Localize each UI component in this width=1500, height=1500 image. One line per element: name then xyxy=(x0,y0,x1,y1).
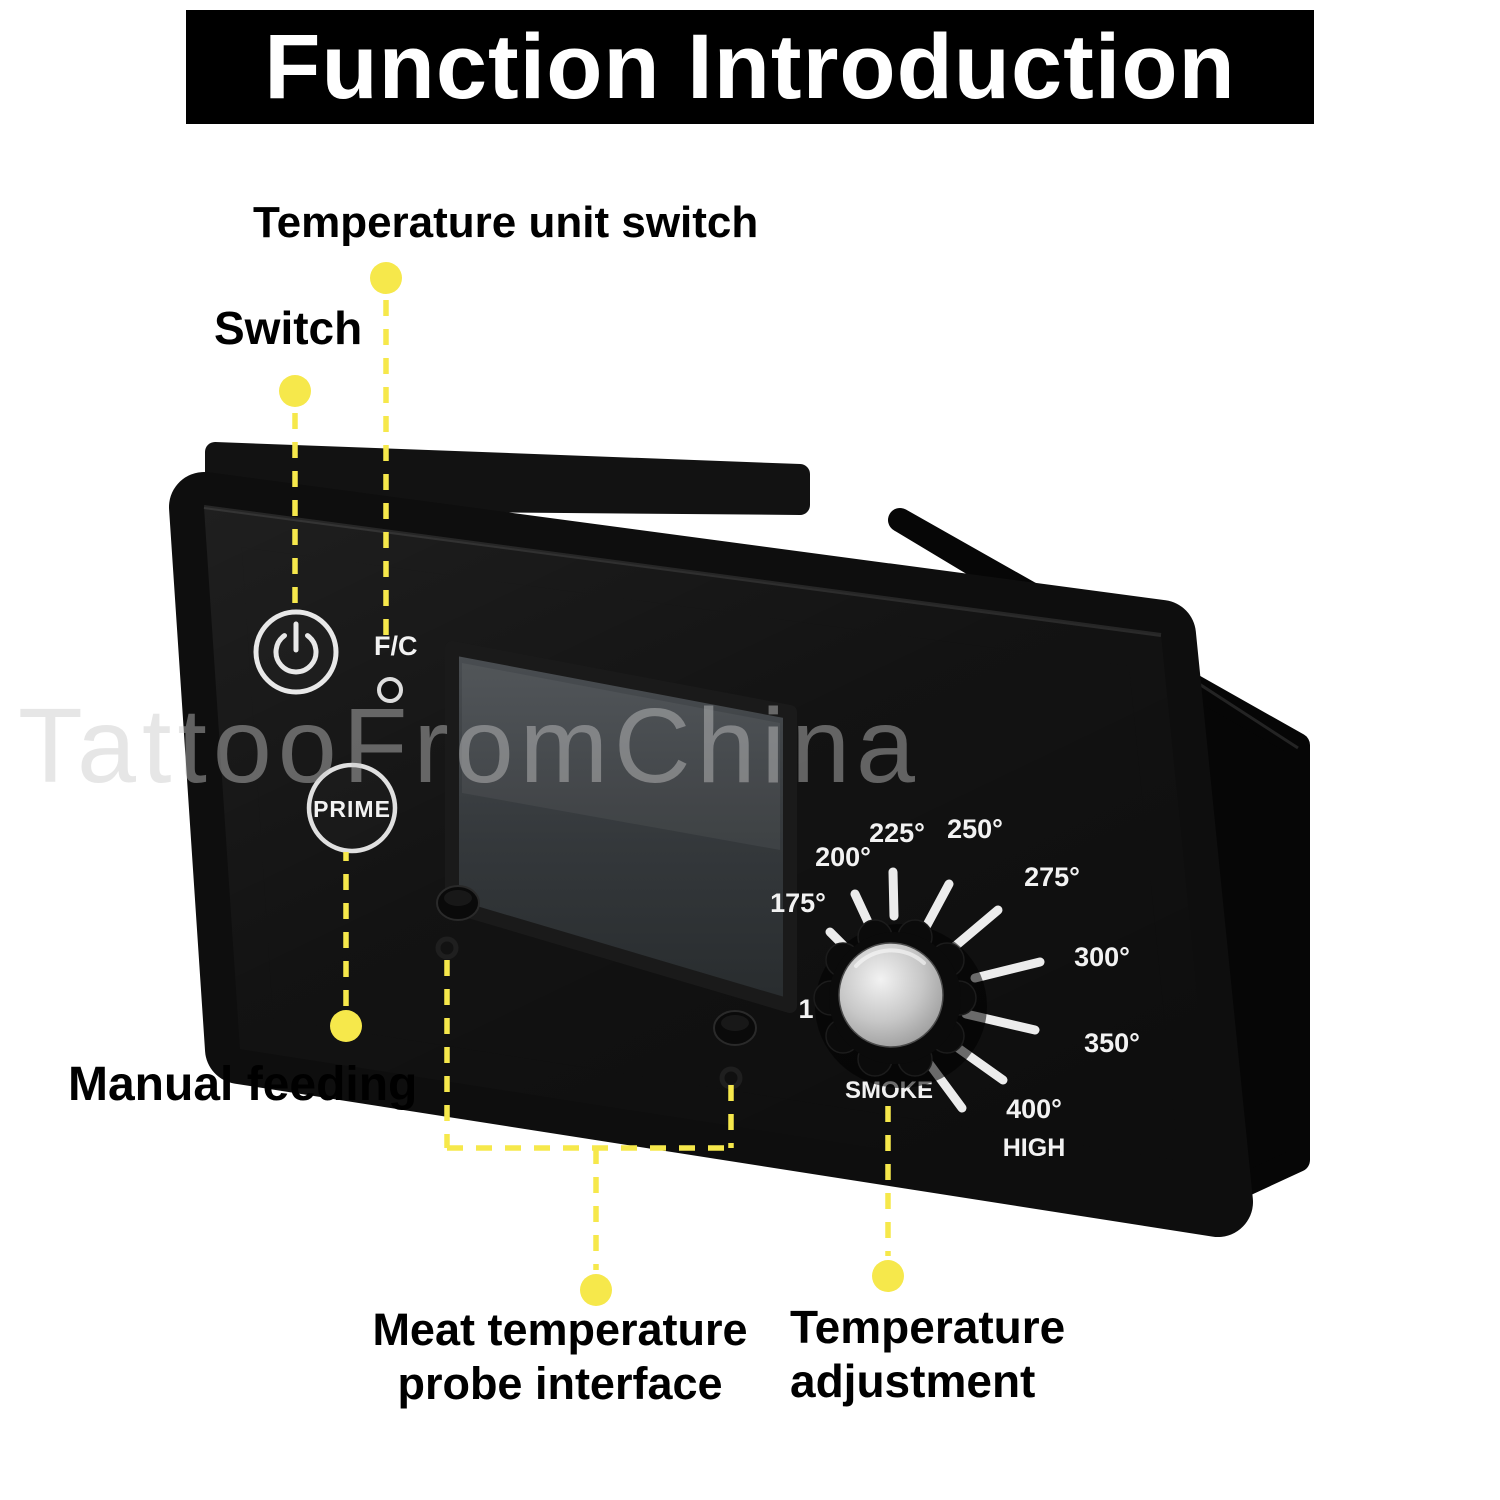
callout-dots xyxy=(279,262,904,1306)
panel-top-edge-highlight xyxy=(203,505,1162,637)
fc-indicator-light xyxy=(377,677,403,703)
port-cap-highlight xyxy=(721,1015,749,1031)
callout-dot-switch xyxy=(279,375,311,407)
prime-button[interactable]: PRIME xyxy=(306,762,398,854)
meat-probe-port-2[interactable] xyxy=(713,1010,757,1090)
power-button[interactable] xyxy=(253,609,339,695)
title-banner: Function Introduction xyxy=(186,10,1314,124)
knob-silver-cap xyxy=(838,942,944,1048)
controller-device: F/C PRIME xyxy=(169,442,1310,1237)
annotation-meat-probe-interface: Meat temperature probe interface xyxy=(372,1304,748,1409)
annotation-temperature-adjustment: Temperature adjustment xyxy=(790,1301,1066,1407)
page-title: Function Introduction xyxy=(264,15,1236,118)
dial-label-200: 200° xyxy=(815,842,871,872)
annotation-temperature-unit-switch: Temperature unit switch xyxy=(253,198,759,247)
meat-probe-port-1[interactable] xyxy=(435,885,480,960)
temp-unit-switch[interactable]: F/C xyxy=(374,631,418,703)
dial-label-min: 1 xyxy=(798,994,813,1024)
power-icon xyxy=(273,633,319,675)
dial-label-350: 350° xyxy=(1084,1028,1140,1058)
dial-label-300: 300° xyxy=(1074,942,1130,972)
lcd-glare xyxy=(462,663,780,850)
fc-label: F/C xyxy=(374,631,418,661)
callout-lines xyxy=(292,300,891,1270)
lcd-display xyxy=(445,641,797,1013)
annotation-switch: Switch xyxy=(214,302,363,354)
annotation-manual-feeding: Manual feeding xyxy=(68,1058,418,1111)
temperature-knob[interactable] xyxy=(813,919,987,1088)
dial-label-250: 250° xyxy=(947,814,1003,844)
knob-highlight xyxy=(854,948,926,968)
port-cap-highlight xyxy=(444,890,472,906)
dial-label-175: 175° xyxy=(770,888,826,918)
prime-label: PRIME xyxy=(313,796,391,822)
callout-dot-manual-feeding xyxy=(330,1010,362,1042)
port-pull-loop xyxy=(435,936,459,960)
callout-dot-meat-probe xyxy=(580,1274,612,1306)
dial-label-high: HIGH xyxy=(1003,1134,1066,1162)
dial-label-400: 400° xyxy=(1006,1094,1062,1124)
dial-label-275: 275° xyxy=(1024,862,1080,892)
dial-label-225: 225° xyxy=(869,818,925,848)
callout-dot-temp-unit xyxy=(370,262,402,294)
callout-dot-temp-adjust xyxy=(872,1260,904,1292)
